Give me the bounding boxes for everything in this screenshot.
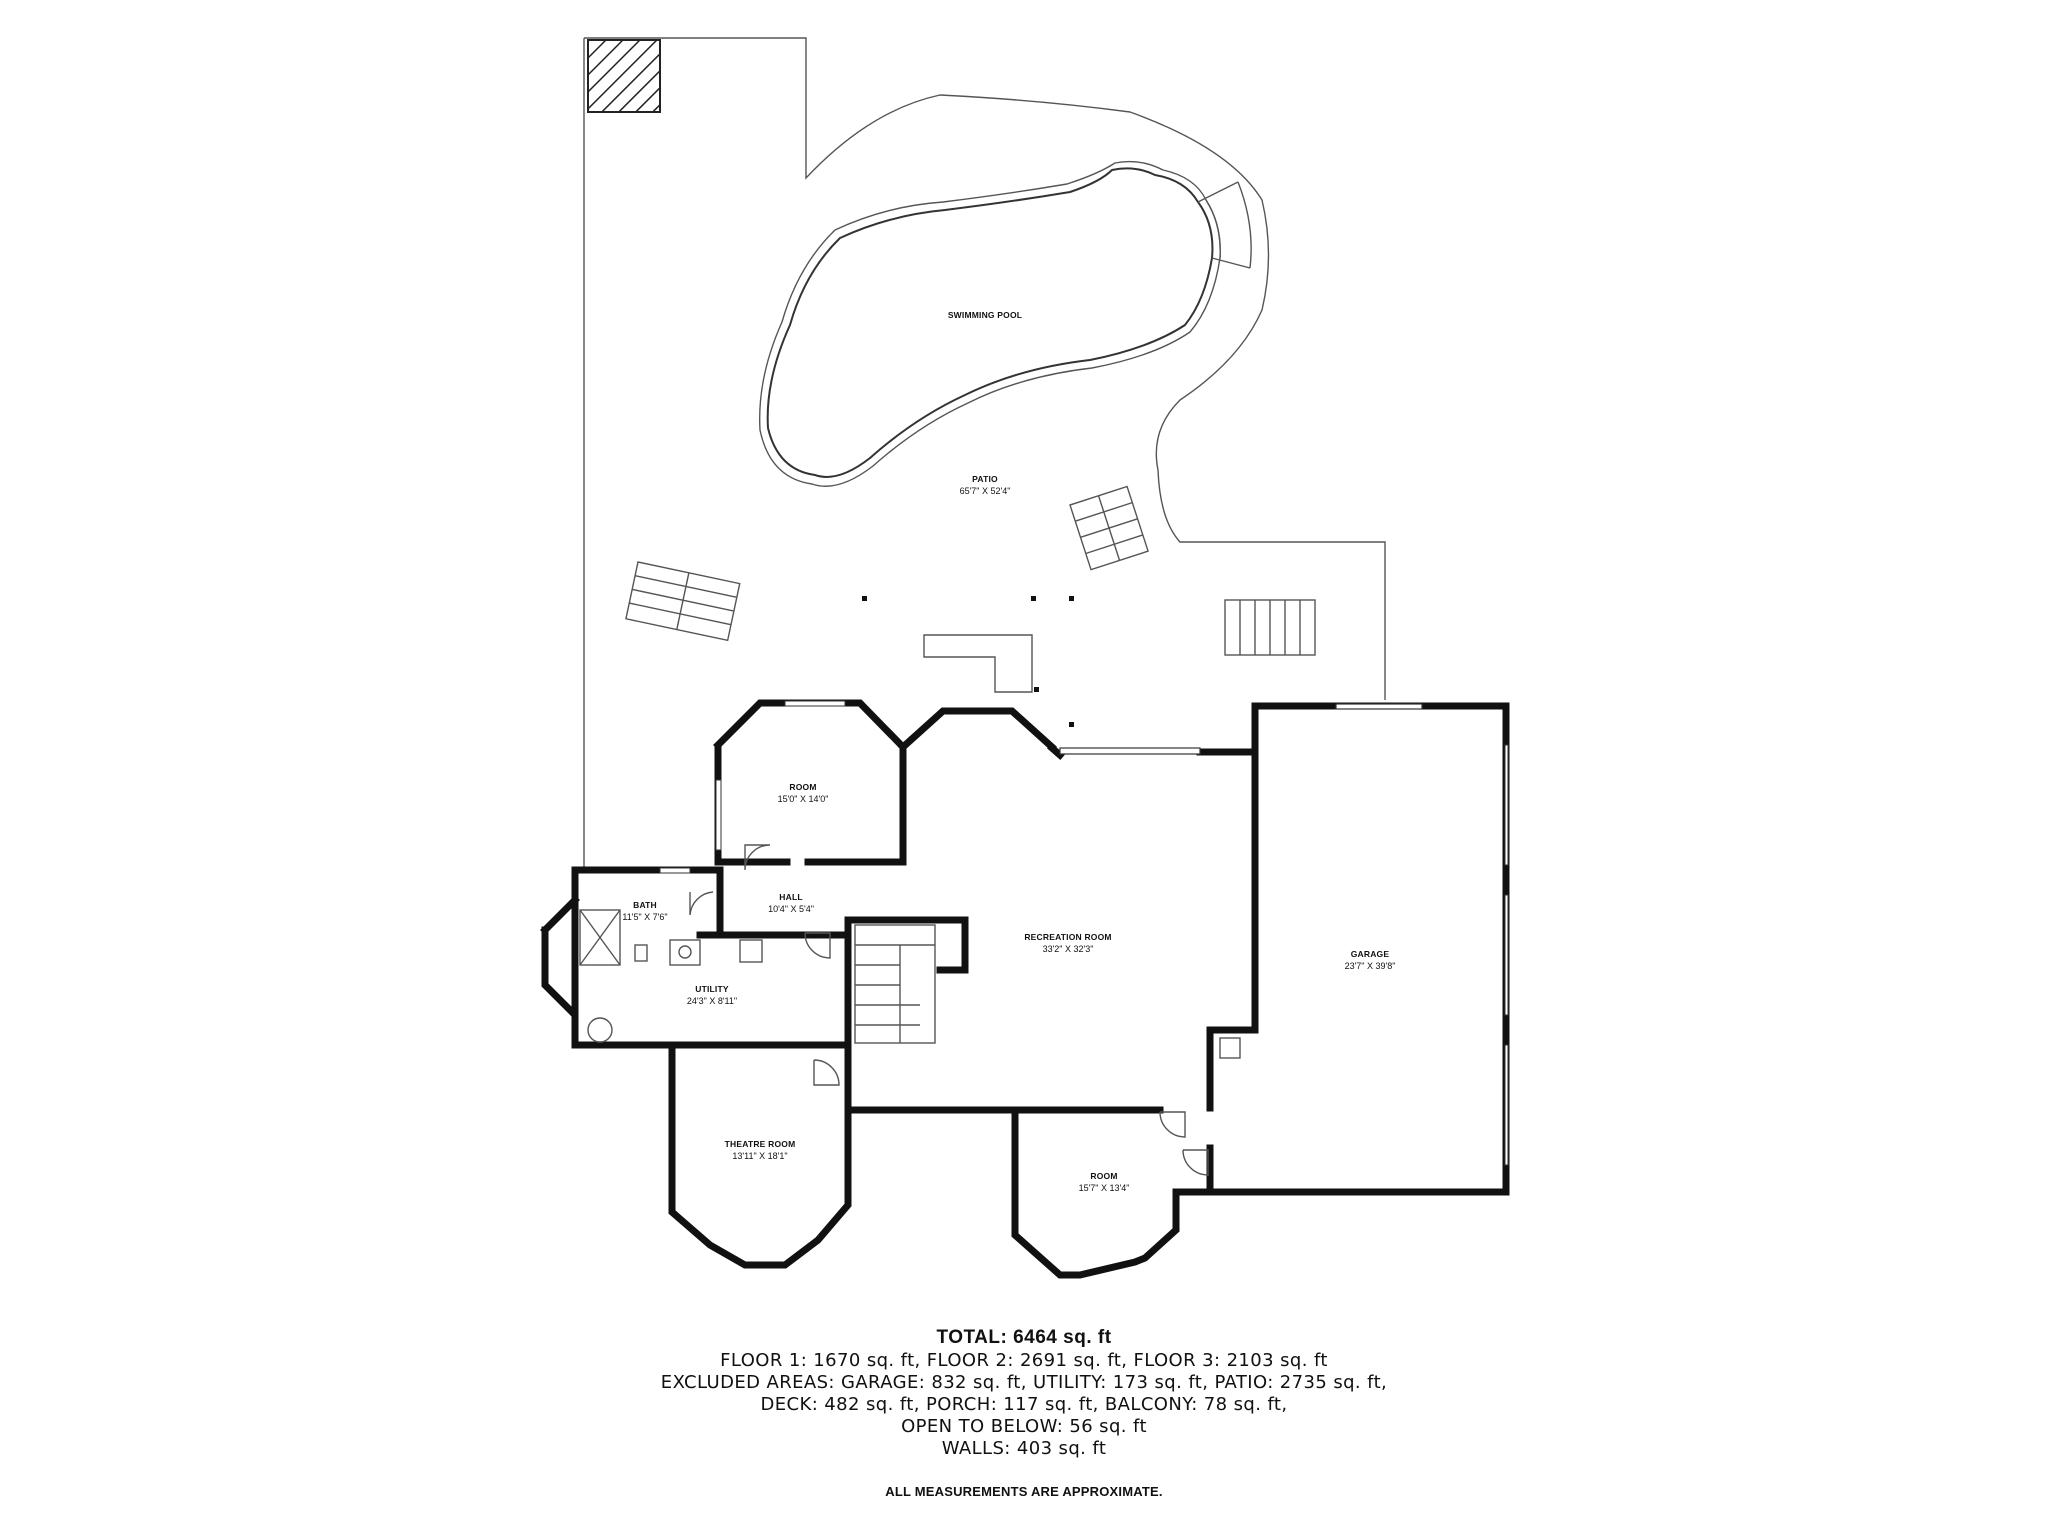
dims-theatre-room: 13'11" X 18'1" [732,1151,787,1161]
house-walls [540,699,1510,1279]
label-theatre-room: THEATRE ROOM [725,1139,796,1149]
swimming-pool [758,160,1252,487]
dims-recreation-room: 33'2" X 32'3" [1043,944,1094,954]
summary-line-floors: FLOOR 1: 1670 sq. ft, FLOOR 2: 2691 sq. … [720,1350,1328,1371]
summary-line-excluded: EXCLUDED AREAS: GARAGE: 832 sq. ft, UTIL… [660,1372,1388,1393]
label-patio: PATIO [972,474,998,484]
patio-outline [583,37,1386,870]
label-hall: HALL [779,892,802,902]
dims-bath: 11'5" X 7'6" [622,912,667,922]
summary-total: TOTAL: 6464 sq. ft [936,1327,1112,1348]
label-room-lower: ROOM [1090,1171,1117,1181]
dims-patio: 65'7" X 52'4" [960,486,1011,496]
label-recreation-room: RECREATION ROOM [1024,932,1111,942]
patio-counter [923,634,1033,693]
corner-hatched-block [587,39,661,113]
label-utility: UTILITY [695,984,729,994]
dims-utility: 24'3" X 8'11" [687,996,737,1006]
label-room-upper: ROOM [789,782,816,792]
room-labels: SWIMMING POOL PATIO 65'7" X 52'4" ROOM 1… [622,310,1395,1193]
dims-room-upper: 15'0" X 14'0" [778,794,829,804]
patio-stairs-center [1069,485,1149,571]
label-swimming-pool: SWIMMING POOL [948,310,1022,320]
summary-line-walls: WALLS: 403 sq. ft [941,1438,1107,1459]
label-bath: BATH [633,900,657,910]
patio-posts [862,596,1074,727]
patio-stairs-right [1224,599,1316,656]
summary-line-open: OPEN TO BELOW: 56 sq. ft [901,1416,1147,1437]
dims-hall: 10'4" X 5'4" [768,904,814,914]
dims-garage: 23'7" X 39'8" [1345,961,1396,971]
label-garage: GARAGE [1351,949,1390,959]
dims-room-lower: 15'7" X 13'4" [1079,1183,1130,1193]
summary-line-deck: DECK: 482 sq. ft, PORCH: 117 sq. ft, BAL… [760,1394,1288,1415]
interior-details [579,700,1509,1176]
patio-stairs-left [625,561,741,642]
disclaimer-note: ALL MEASUREMENTS ARE APPROXIMATE. [885,1484,1163,1499]
